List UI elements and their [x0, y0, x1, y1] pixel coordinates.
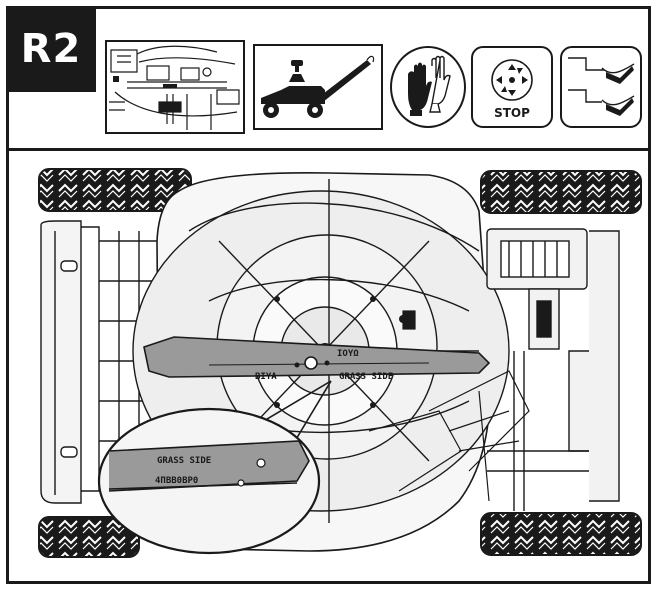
hand-warning-icon-frame	[560, 46, 642, 128]
front-bumper-frame	[40, 220, 159, 504]
blade-right-marking: GRASS SIDE	[339, 372, 393, 382]
gloves-icon	[408, 55, 451, 116]
blade-center-marking: ΙΟΥΩ	[337, 349, 359, 359]
blade-stop-icon	[491, 59, 533, 101]
discharge-chute	[368, 310, 462, 492]
gloves-icon-frame	[390, 46, 466, 128]
blade-zoom-lens: GRASS SIDE 4ПВВ0ВР0	[97, 407, 321, 555]
rear-right-wheel	[480, 512, 642, 556]
hand-pinch-warning-icon	[568, 57, 635, 116]
stop-label: STOP	[494, 106, 530, 120]
lower-housing-detail-icon	[107, 42, 243, 132]
rear-left-wheel	[480, 170, 642, 214]
blade-stop-icon-frame: STOP	[471, 46, 553, 128]
step-badge: R2	[6, 6, 96, 92]
header-divider	[6, 148, 651, 151]
zoom-upper-marking: GRASS SIDE	[157, 456, 211, 466]
mower-underside-diagram: ΙΟΥΩ ΒΙΥΑ GRASS SIDE GRASS SIDE 4ПВВ0ВР0	[38, 168, 642, 558]
blade-left-marking: ΒΙΥΑ	[255, 372, 277, 382]
zoom-lower-marking: 4ПВВ0ВР0	[155, 476, 198, 486]
lower-housing-detail-panel	[105, 40, 245, 134]
lawnmower-icon	[261, 55, 375, 118]
lawnmower-panel	[253, 44, 383, 130]
rear-frame	[486, 228, 620, 511]
deck-ribs	[428, 370, 530, 502]
mower-blade: ΙΟΥΩ ΒΙΥΑ GRASS SIDE	[143, 336, 491, 382]
